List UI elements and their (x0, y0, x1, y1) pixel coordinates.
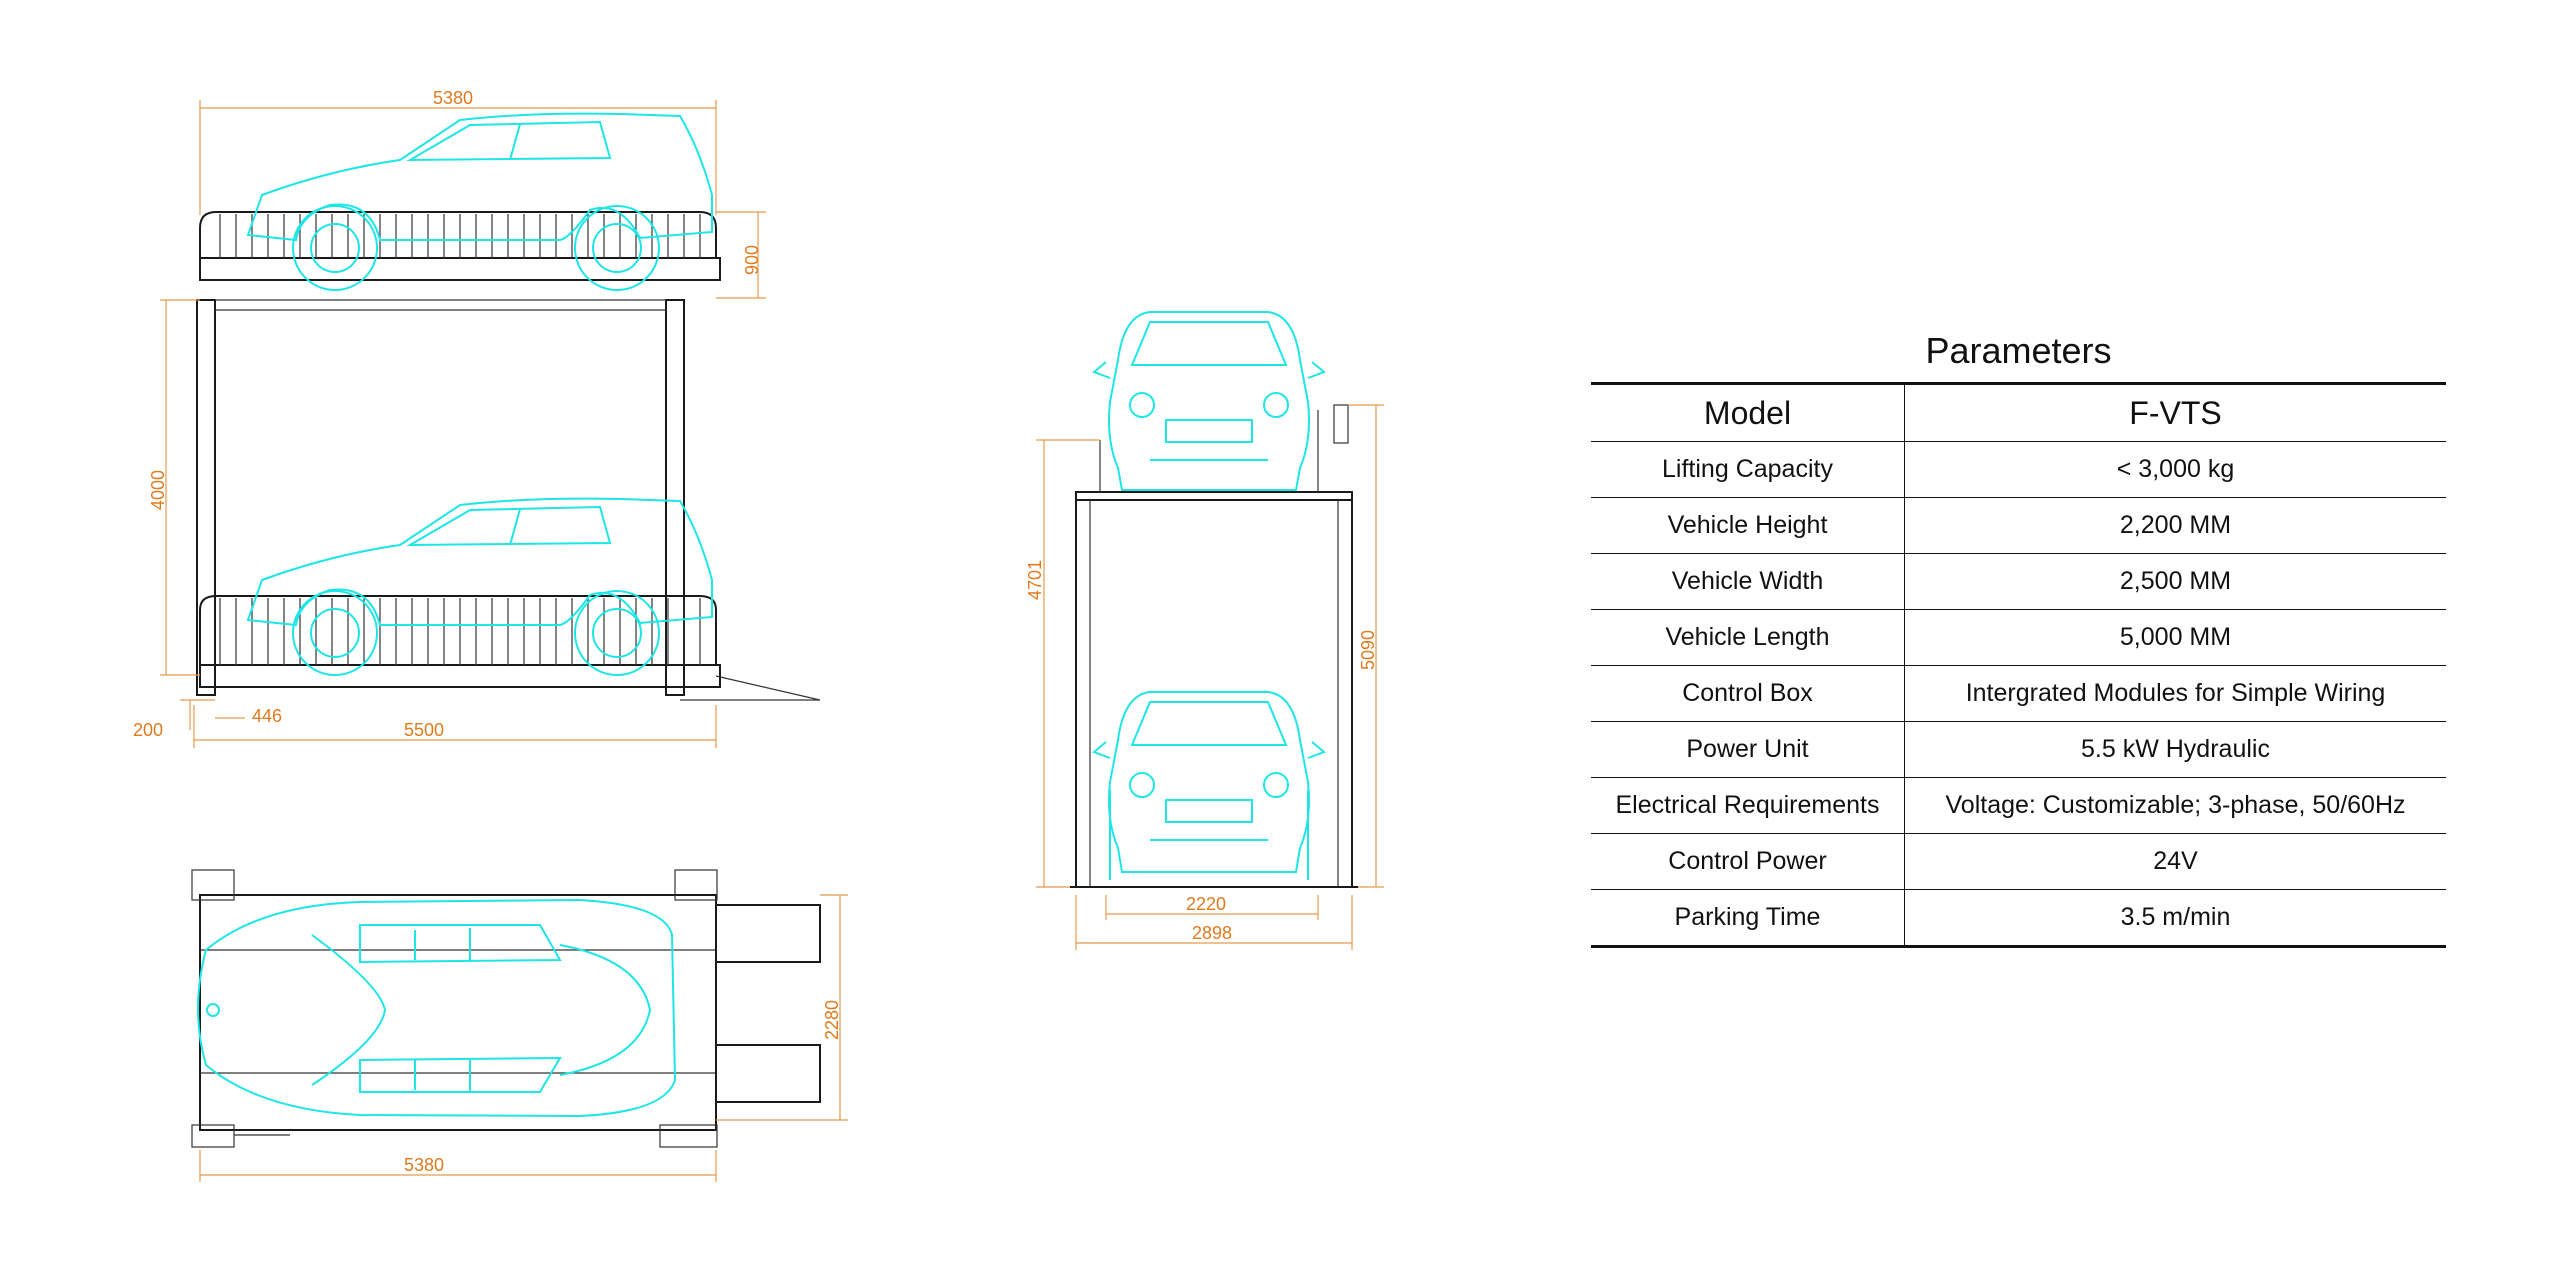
dim-side-lower-height: 4000 (148, 470, 168, 510)
table-row: Parking Time 3.5 m/min (1591, 889, 2446, 947)
dim-side-base-offset: 200 (133, 720, 163, 740)
dim-plan-length: 5380 (404, 1155, 444, 1175)
plan-platform (199, 894, 717, 1131)
side-dimensions: 5380 900 4000 200 446 5500 (133, 88, 766, 748)
side-right-post (665, 299, 685, 696)
dim-plan-width: 2280 (822, 1000, 842, 1040)
upper-platform (199, 211, 721, 281)
row-key: Vehicle Length (1591, 609, 1905, 666)
plan-view: 2280 5380 (191, 869, 848, 1182)
row-value: 24V (1904, 833, 2446, 890)
row-value: Intergrated Modules for Simple Wiring (1904, 665, 2446, 722)
dim-front-height-left: 4701 (1025, 560, 1045, 600)
front-frame (1075, 491, 1353, 888)
dim-side-post-offset: 446 (252, 706, 282, 726)
dim-front-outer-width: 2898 (1192, 923, 1232, 943)
dim-side-overall-length: 5500 (404, 720, 444, 740)
plan-car (197, 898, 677, 1118)
row-key: Vehicle Height (1591, 497, 1905, 554)
parameters-title: Parameters (1925, 330, 2112, 371)
side-view: 5380 900 4000 200 446 5500 (133, 88, 821, 748)
row-value: 5.5 kW Hydraulic (1904, 721, 2446, 778)
row-value: 2,200 MM (1904, 497, 2446, 554)
header-value: F-VTS (1904, 383, 2446, 442)
dim-side-upper-clearance: 900 (742, 245, 762, 275)
row-value: 3.5 m/min (2120, 903, 2231, 931)
row-value: < 3,000 kg (1904, 441, 2446, 498)
plan-dimensions: 2280 5380 (199, 894, 848, 1182)
dim-front-height-right: 5090 (1358, 630, 1378, 670)
row-key: Parking Time (1591, 889, 1905, 947)
front-car-upper (1092, 311, 1326, 491)
lower-platform (199, 595, 821, 701)
row-value: Voltage: Customizable; 3-phase, 50/60Hz (1904, 777, 2446, 834)
header-key: Model (1591, 383, 1905, 442)
row-value: 2,500 MM (1904, 553, 2446, 610)
row-key: Lifting Capacity (1591, 441, 1905, 498)
table-row: Lifting Capacity< 3,000 kg (1591, 441, 2446, 498)
row-key: Power Unit (1591, 721, 1905, 778)
row-key: Control Box (1591, 665, 1905, 722)
row-key: Control Power (1591, 833, 1905, 890)
row-key: Vehicle Width (1591, 553, 1905, 610)
row-value: 5,000 MM (1904, 609, 2446, 666)
side-car-upper (246, 112, 713, 291)
parameters-table: Model F-VTS Lifting Capacity< 3,000 kg V… (1591, 382, 2446, 948)
dim-side-top-length: 5380 (433, 88, 473, 108)
side-car-lower (246, 497, 713, 676)
parameters-panel: Parameters Model F-VTS Lifting Capacity<… (1591, 330, 2446, 948)
row-key: Electrical Requirements (1591, 777, 1905, 834)
front-car-lower (1092, 691, 1326, 880)
side-left-post (196, 299, 216, 696)
front-view: 4701 5090 2220 2898 (1025, 311, 1384, 950)
dim-front-inner-width: 2220 (1186, 894, 1226, 914)
table-header-row: Model F-VTS (1591, 383, 2446, 442)
front-dimensions: 4701 5090 2220 2898 (1025, 404, 1384, 950)
